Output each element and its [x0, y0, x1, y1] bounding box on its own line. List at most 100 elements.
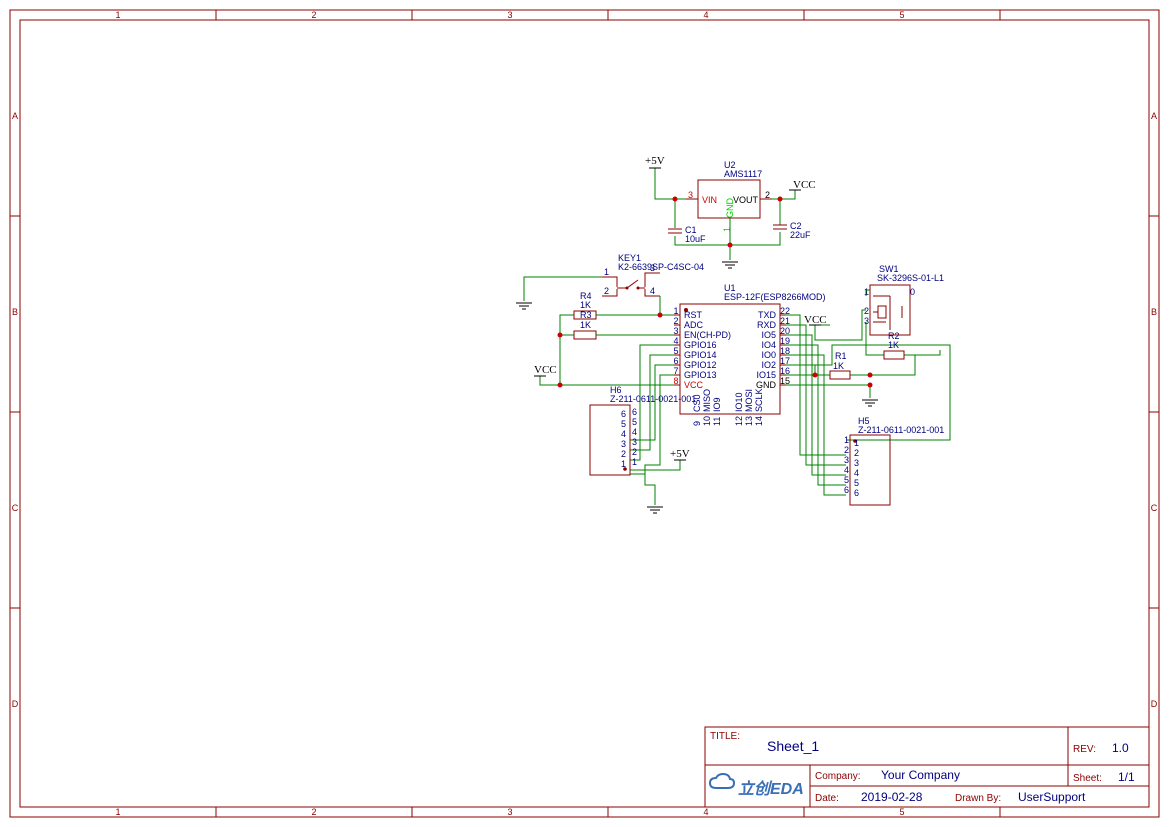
- company-value: Your Company: [881, 768, 960, 782]
- r3-value: 1K: [580, 320, 591, 330]
- key1-switch[interactable]: KEY1 K2-6639SP-C4SC-04 1 2 3 4: [602, 253, 704, 297]
- frame-col-4-top: 4: [703, 10, 708, 20]
- drawn-by-value: UserSupport: [1018, 790, 1086, 804]
- h5-ref: H5: [858, 416, 870, 426]
- c2-value: 22uF: [790, 230, 811, 240]
- sheet-label: Sheet:: [1073, 773, 1102, 784]
- rev-label: REV:: [1073, 744, 1096, 755]
- u1-left-pin-num: 8: [673, 376, 678, 386]
- u1-right-pin-name: IO5: [761, 330, 776, 340]
- frame-col-1-top: 1: [115, 10, 120, 20]
- r2-value: 1K: [888, 340, 899, 350]
- h5-value: Z-211-0611-0021-001: [858, 425, 944, 435]
- u2-pin-gnd-name: GND: [725, 198, 735, 219]
- u1-ref: U1: [724, 283, 736, 293]
- u1-right-pin-name: IO2: [761, 360, 776, 370]
- h6-pin-name: 3: [621, 439, 626, 449]
- u1-left-pin-num: 2: [673, 316, 678, 326]
- key1-ref: KEY1: [618, 253, 641, 263]
- frame-col-5-top: 5: [899, 10, 904, 20]
- u1-right-pin-num: 17: [780, 356, 790, 366]
- c1-capacitor[interactable]: C1 10uF: [668, 225, 706, 244]
- u1-right-pin-num: 20: [780, 326, 790, 336]
- r4-value: 1K: [580, 300, 591, 310]
- u2-ref: U2: [724, 160, 736, 170]
- gnd-symbol-right: [862, 399, 878, 407]
- h5-pin-name: 4: [854, 468, 859, 478]
- frame-row-a-left: A: [12, 111, 18, 121]
- frame-row-c-right: C: [1151, 503, 1158, 513]
- sw1-wires: [865, 289, 870, 296]
- r4-ref: R4: [580, 291, 592, 301]
- u1-left-pin-num: 4: [673, 336, 678, 346]
- vcc-sw1-flag: VCC: [804, 314, 827, 326]
- u1-value: ESP-12F(ESP8266MOD): [724, 292, 826, 302]
- u1-bottom-pin-name: SCLK: [754, 388, 764, 412]
- p5v-top-flag: +5V: [645, 155, 665, 169]
- c2-ref: C2: [790, 221, 802, 231]
- r2-resistor[interactable]: R2 1K: [883, 331, 905, 360]
- h5-pin-name: 1: [854, 438, 859, 448]
- sw1-value: SK-3296S-01-L1: [877, 273, 944, 283]
- date-label: Date:: [815, 793, 839, 804]
- key1-pin-3: 3: [650, 263, 655, 273]
- u1-left-pin-num: 3: [673, 326, 678, 336]
- c1-value: 10uF: [685, 234, 706, 244]
- u2-value: AMS1117: [724, 169, 762, 179]
- frame-col-5-bottom: 5: [899, 807, 904, 817]
- sw1-pin-3: 3: [864, 316, 869, 326]
- vcc-u2-label: VCC: [793, 179, 816, 191]
- frame-col-3-bottom: 3: [507, 807, 512, 817]
- u1-left-pin-name: VCC: [684, 380, 704, 390]
- u1-bottom-pin-name: IO9: [712, 397, 722, 412]
- h6-pin-name: 6: [621, 409, 626, 419]
- rev-value: 1.0: [1112, 741, 1129, 755]
- gnd-symbol-key1: [516, 302, 532, 310]
- h6-pin-num: 6: [632, 407, 637, 417]
- u1-left-pin-num: 7: [673, 366, 678, 376]
- u1-right-pin-num: 22: [780, 306, 790, 316]
- u2-pin-vout-name: VOUT: [733, 195, 759, 205]
- h5-pin-num: 4: [844, 465, 849, 475]
- r3-ref: R3: [580, 310, 592, 320]
- vcc-left-label: VCC: [534, 364, 557, 376]
- u2-pin-vin-name: VIN: [702, 195, 717, 205]
- frame-col-1-bottom: 1: [115, 807, 120, 817]
- h6-pin-name: 5: [621, 419, 626, 429]
- r1-resistor[interactable]: R1 1K: [829, 351, 851, 380]
- u1-right-pin-num: 18: [780, 346, 790, 356]
- drawn-by-label: Drawn By:: [955, 793, 1001, 804]
- u1-right-pin-name: IO0: [761, 350, 776, 360]
- logo-text: 立创EDA: [738, 780, 804, 798]
- u2-regulator[interactable]: U2 AMS1117 VIN 3 VOUT 2 GND 1: [686, 160, 772, 232]
- title-label: TITLE:: [710, 731, 740, 742]
- u1-left-pin-num: 6: [673, 356, 678, 366]
- r3-resistor[interactable]: R3 1K: [573, 310, 597, 340]
- frame-row-d-left: D: [12, 699, 19, 709]
- u1-bottom-pin-name: MISO: [702, 389, 712, 412]
- sw1-switch[interactable]: SW1 SK-3296S-01-L1 1 2 3 0: [864, 264, 944, 336]
- sw1-pin-1: 1: [864, 287, 869, 297]
- h6-pin-num: 4: [632, 427, 637, 437]
- h5-pin-num: 1: [844, 435, 849, 445]
- u1-left-pin-name: GPIO14: [684, 350, 717, 360]
- h6-pin-num: 3: [632, 437, 637, 447]
- frame-col-2-top: 2: [311, 10, 316, 20]
- u1-right-pin-num: 21: [780, 316, 790, 326]
- u2-pin-vout-num: 2: [765, 190, 770, 200]
- p5v-h6-flag: +5V: [670, 448, 690, 461]
- u1-bottom-pin-num: 13: [744, 416, 754, 426]
- u1-right-wires: [786, 309, 951, 496]
- frame-row-b-left: B: [12, 307, 18, 317]
- key1-wires: [523, 276, 661, 315]
- key1-pin-1: 1: [604, 267, 609, 277]
- frame-row-a-right: A: [1151, 111, 1157, 121]
- c2-capacitor[interactable]: C2 22uF: [773, 221, 811, 240]
- h5-pin-num: 3: [844, 455, 849, 465]
- sw1-pin-2: 2: [864, 306, 869, 316]
